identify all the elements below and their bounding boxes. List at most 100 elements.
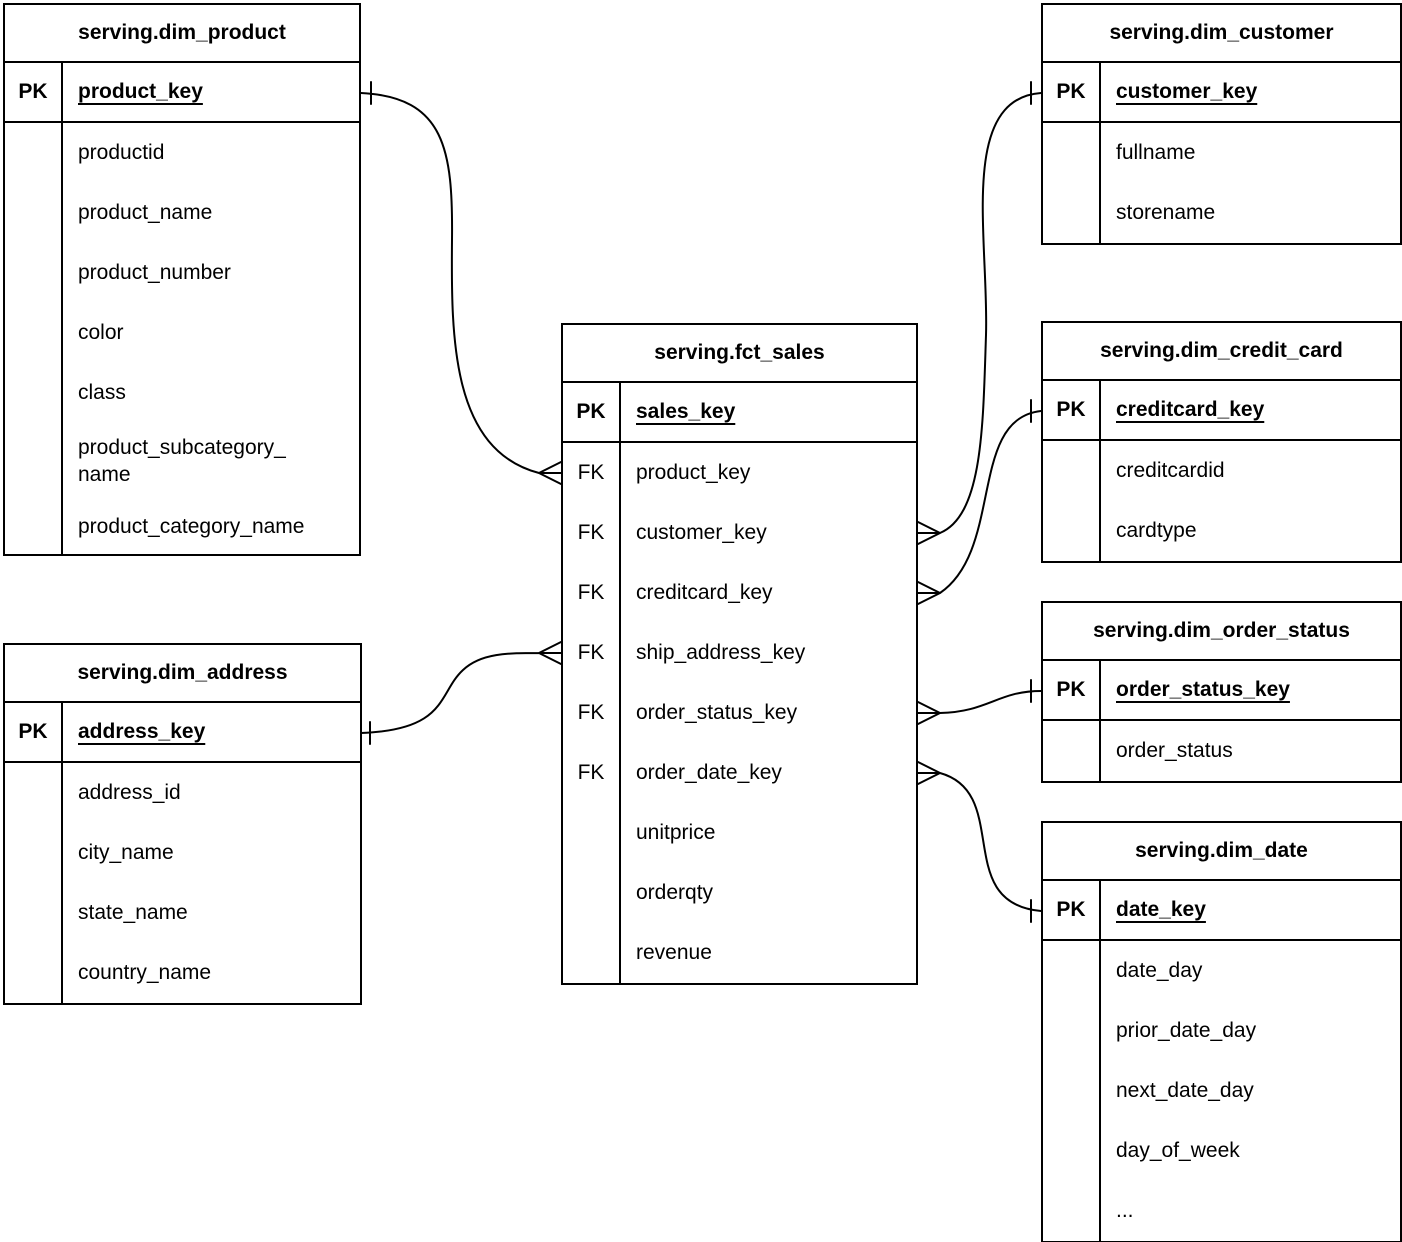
field-row: product_name	[5, 183, 359, 243]
pk-row: PK customer_key	[1043, 63, 1400, 123]
field-name: revenue	[636, 941, 712, 964]
key-cell	[1043, 501, 1101, 561]
fk-key-cell: FK	[563, 563, 621, 623]
field-row: FK order_date_key	[563, 743, 916, 803]
field-name: class	[78, 381, 126, 404]
relationship-creditcard-to-sales	[917, 399, 1042, 605]
relationship-product-to-sales	[360, 81, 562, 485]
field-row: creditcardid	[1043, 441, 1400, 501]
key-cell	[5, 303, 63, 363]
field-name: color	[78, 321, 124, 344]
key-cell	[5, 823, 63, 883]
field-name: country_name	[78, 961, 212, 984]
key-cell	[563, 803, 621, 863]
field-row: cardtype	[1043, 501, 1400, 561]
field-row: address_id	[5, 763, 360, 823]
pk-key-cell: PK	[5, 63, 63, 121]
field-name: prior_date_day	[1116, 1019, 1257, 1042]
field-row: FK ship_address_key	[563, 623, 916, 683]
pk-row: PK product_key	[5, 63, 359, 123]
key-cell	[1043, 1001, 1101, 1061]
entity-dim-order-status[interactable]: serving.dim_order_status PK order_status…	[1041, 601, 1402, 783]
table-title: serving.dim_product	[5, 5, 359, 63]
field-row: productid	[5, 123, 359, 183]
field-row: day_of_week	[1043, 1121, 1400, 1181]
pk-row: PK address_key	[5, 703, 360, 763]
key-cell	[563, 863, 621, 923]
field-name: product_number	[78, 261, 231, 284]
pk-field-name: order_status_key	[1116, 678, 1290, 701]
field-name: day_of_week	[1116, 1139, 1240, 1162]
pk-key-cell: PK	[5, 703, 63, 761]
field-name: creditcardid	[1116, 459, 1225, 482]
table-title: serving.dim_address	[5, 645, 360, 703]
entity-dim-address[interactable]: serving.dim_address PK address_key addre…	[3, 643, 362, 1005]
fk-key-cell: FK	[563, 683, 621, 743]
field-row: FK product_key	[563, 443, 916, 503]
key-cell	[1043, 183, 1101, 243]
pk-key-cell: PK	[1043, 381, 1101, 439]
relationship-address-to-sales	[360, 641, 562, 745]
key-cell	[5, 423, 63, 499]
fk-key-cell: FK	[563, 443, 621, 503]
field-row: revenue	[563, 923, 916, 983]
entity-dim-customer[interactable]: serving.dim_customer PK customer_key ful…	[1041, 3, 1402, 245]
relationship-date-to-sales	[917, 761, 1042, 923]
field-name: date_day	[1116, 959, 1203, 982]
pk-field-name: address_key	[78, 720, 206, 743]
field-row: order_status	[1043, 721, 1400, 781]
field-row: ...	[1043, 1181, 1400, 1241]
field-row: class	[5, 363, 359, 423]
relationship-customer-to-sales	[917, 81, 1042, 545]
field-row: fullname	[1043, 123, 1400, 183]
field-name: product_subcategory_name	[78, 436, 286, 486]
field-row: next_date_day	[1043, 1061, 1400, 1121]
field-name: productid	[78, 141, 165, 164]
field-row: prior_date_day	[1043, 1001, 1400, 1061]
field-row: city_name	[5, 823, 360, 883]
key-cell	[1043, 441, 1101, 501]
field-name: ...	[1116, 1199, 1134, 1222]
field-name: cardtype	[1116, 519, 1197, 542]
field-name: product_category_name	[78, 514, 305, 538]
fk-key-cell: FK	[563, 503, 621, 563]
field-name: order_status_key	[636, 701, 798, 724]
field-name: product_name	[78, 201, 213, 224]
key-cell	[1043, 1121, 1101, 1181]
fk-key-cell: FK	[563, 743, 621, 803]
entity-fct-sales[interactable]: serving.fct_sales PK sales_key FK produc…	[561, 323, 918, 985]
table-title: serving.dim_customer	[1043, 5, 1400, 63]
entity-dim-date[interactable]: serving.dim_date PK date_key date_day pr…	[1041, 821, 1402, 1242]
entity-dim-product[interactable]: serving.dim_product PK product_key produ…	[3, 3, 361, 556]
pk-field-name: creditcard_key	[1116, 398, 1265, 421]
key-cell	[5, 123, 63, 183]
field-name: ship_address_key	[636, 641, 806, 664]
field-name: orderqty	[636, 881, 714, 904]
pk-key-cell: PK	[1043, 63, 1101, 121]
key-cell	[5, 883, 63, 943]
field-name: unitprice	[636, 821, 716, 844]
key-cell	[5, 499, 63, 554]
field-row: product_number	[5, 243, 359, 303]
pk-field-name: product_key	[78, 80, 203, 103]
field-name: customer_key	[636, 521, 767, 544]
field-name: city_name	[78, 841, 174, 864]
pk-field-name: date_key	[1116, 898, 1206, 921]
key-cell	[5, 763, 63, 823]
entity-dim-credit-card[interactable]: serving.dim_credit_card PK creditcard_ke…	[1041, 321, 1402, 563]
table-title: serving.dim_credit_card	[1043, 323, 1400, 381]
field-row: product_category_name	[5, 499, 359, 554]
key-cell	[5, 243, 63, 303]
pk-key-cell: PK	[1043, 661, 1101, 719]
key-cell	[1043, 1061, 1101, 1121]
pk-field-name: customer_key	[1116, 80, 1258, 103]
key-cell	[1043, 941, 1101, 1001]
field-row: FK order_status_key	[563, 683, 916, 743]
pk-row: PK date_key	[1043, 881, 1400, 941]
field-row: country_name	[5, 943, 360, 1003]
field-row: orderqty	[563, 863, 916, 923]
key-cell	[1043, 1181, 1101, 1241]
field-name: fullname	[1116, 141, 1196, 164]
relationship-orderstatus-to-sales	[917, 679, 1042, 725]
